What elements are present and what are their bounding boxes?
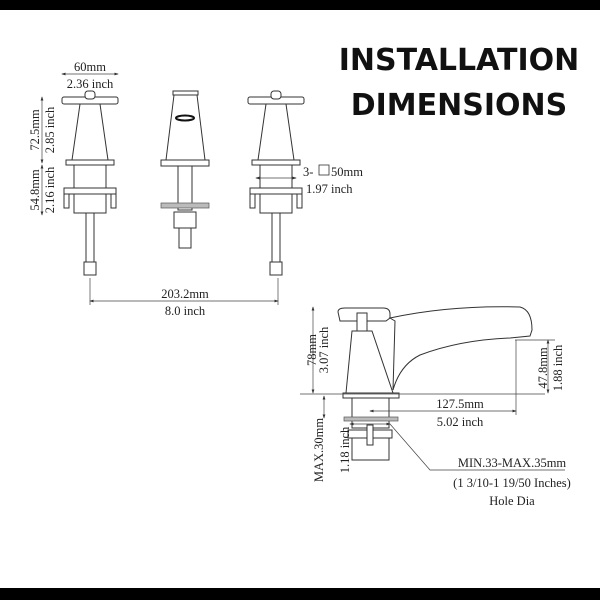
reach-mm: 127.5mm bbox=[436, 397, 484, 411]
shank-in: 1.97 inch bbox=[306, 182, 353, 196]
lower-height-mm: 54.8mm bbox=[28, 169, 42, 211]
square-symbol-icon bbox=[318, 164, 330, 176]
upper-height-mm: 72.5mm bbox=[28, 109, 42, 151]
left-tap-drawing bbox=[61, 90, 119, 276]
spout-height-mm: 47.8mm bbox=[536, 347, 550, 389]
spacing-mm: 203.2mm bbox=[161, 287, 209, 301]
right-tap-drawing bbox=[247, 90, 305, 276]
spacing-in: 8.0 inch bbox=[165, 304, 206, 318]
lower-height-in: 2.16 inch bbox=[43, 166, 57, 213]
spout-height-in: 1.88 inch bbox=[551, 344, 565, 391]
deck-max-mm: MAX.30mm bbox=[312, 418, 326, 483]
handle-width-in: 2.36 inch bbox=[67, 77, 114, 91]
bottom-border bbox=[0, 588, 600, 600]
title-line-1: INSTALLATION bbox=[339, 43, 580, 78]
title-line-2: DIMENSIONS bbox=[351, 88, 568, 123]
shank-mm: 50mm bbox=[331, 165, 363, 179]
hole-dia-label: Hole Dia bbox=[489, 494, 535, 508]
side-view-tap-drawing bbox=[337, 306, 533, 461]
upper-height-in: 2.85 inch bbox=[43, 106, 57, 153]
handle-width-mm: 60mm bbox=[74, 60, 106, 74]
side-height-mm: 78mm bbox=[305, 334, 319, 366]
top-border bbox=[0, 0, 600, 10]
side-height-in: 3.07 inch bbox=[317, 326, 331, 373]
hole-dia-in: (1 3/10-1 19/50 Inches) bbox=[453, 476, 571, 490]
shank-prefix: 3- bbox=[303, 165, 313, 179]
reach-in: 5.02 inch bbox=[437, 415, 484, 429]
middle-spout-drawing bbox=[160, 90, 210, 249]
deck-max-in: 1.18 inch bbox=[338, 426, 352, 473]
hole-dia-mm: MIN.33-MAX.35mm bbox=[458, 456, 567, 470]
